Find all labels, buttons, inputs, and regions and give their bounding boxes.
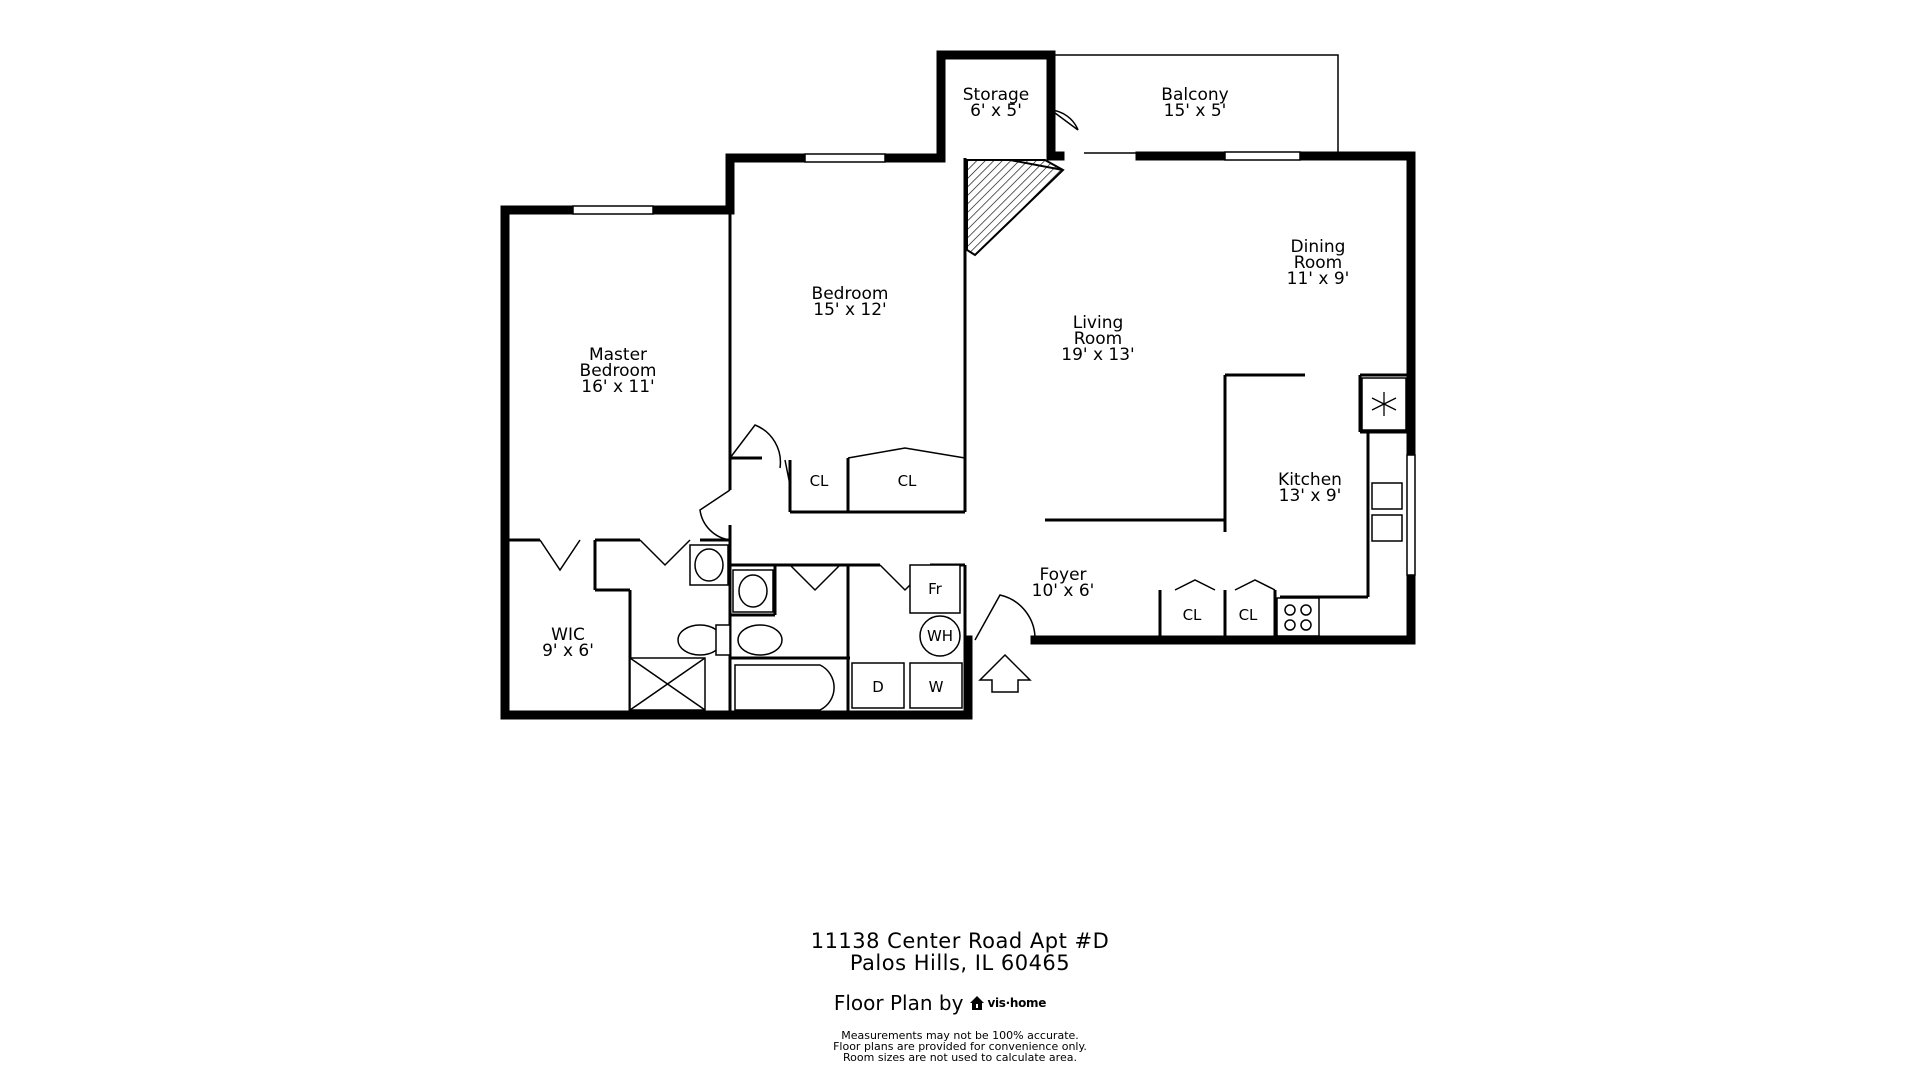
kitchen-dims: 13' x 9' [1279, 486, 1342, 506]
floor-plan-by-text: Floor Plan by [833, 991, 964, 1015]
address-line-1: 11138 Center Road Apt #D [810, 929, 1110, 953]
disclaimer-line-2: Floor plans are provided for convenience… [833, 1040, 1087, 1053]
balcony-dims: 15' x 5' [1164, 101, 1227, 121]
balcony-outline [1051, 54, 1339, 156]
floor-plan-credit: Floor Plan by vis·home [0, 991, 1900, 1015]
disclaimer: Measurements may not be 100% accurate. F… [0, 1030, 1920, 1063]
address: 11138 Center Road Apt #D Palos Hills, IL… [0, 930, 1920, 974]
disclaimer-line-3: Room sizes are not used to calculate are… [843, 1051, 1077, 1064]
laundry-fixtures [851, 564, 963, 709]
kitchen-label: Kitchen [1278, 470, 1342, 490]
master-label-1: Master [589, 345, 647, 365]
windows [572, 151, 1416, 576]
address-line-2: Palos Hills, IL 60465 [849, 951, 1071, 975]
foyer-dims: 10' x 6' [1032, 581, 1095, 601]
dryer-label: D [872, 678, 884, 696]
disclaimer-line-1: Measurements may not be 100% accurate. [841, 1029, 1079, 1042]
closet-label: CL [1183, 606, 1202, 624]
living-label-1: Living [1073, 313, 1124, 333]
water-heater-label: WH [927, 627, 953, 645]
living-label-2: Room [1074, 329, 1122, 349]
dining-dims: 11' x 9' [1287, 269, 1350, 289]
living-dims: 19' x 13' [1061, 345, 1134, 365]
snowflake-icon [1371, 392, 1397, 416]
wic-dims: 9' x 6' [542, 641, 594, 661]
wic-label: WIC [551, 625, 585, 645]
storage-label: Storage [963, 85, 1030, 105]
brand-logo: vis·home [969, 995, 1046, 1011]
dining-label-1: Dining [1291, 237, 1346, 257]
foyer-label: Foyer [1039, 565, 1086, 585]
house-icon [970, 996, 985, 1010]
closet-label: CL [810, 472, 829, 490]
master-dims: 16' x 11' [581, 377, 654, 397]
bath-fixtures [629, 544, 835, 711]
bedroom-dims: 15' x 12' [813, 300, 886, 320]
storage-dims: 6' x 5' [970, 101, 1022, 121]
washer-label: W [929, 678, 944, 696]
fridge-label: Fr [928, 580, 943, 598]
closet-label: CL [1239, 606, 1258, 624]
bedroom-label: Bedroom [812, 284, 889, 304]
brand-name: vis·home [987, 996, 1047, 1010]
interior-walls [505, 158, 1411, 715]
dining-label-2: Room [1294, 253, 1342, 273]
entry-arrow-icon [978, 653, 1032, 693]
master-label-2: Bedroom [580, 361, 657, 381]
balcony-label: Balcony [1161, 85, 1228, 105]
fireplace [966, 159, 1065, 257]
closet-label: CL [898, 472, 917, 490]
